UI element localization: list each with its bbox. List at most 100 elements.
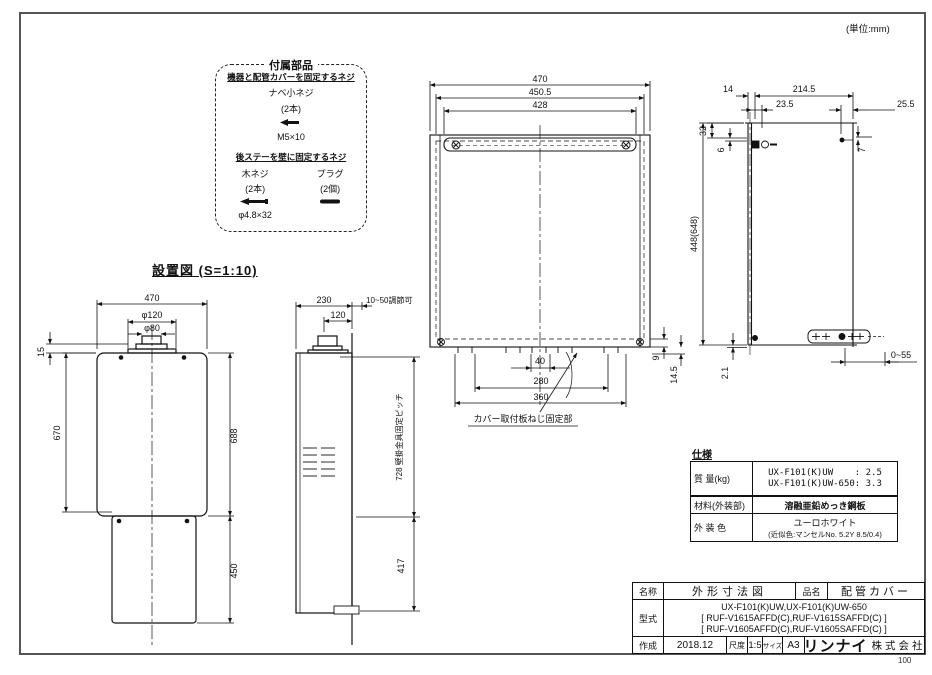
- dim-front-280: 280: [533, 376, 548, 386]
- dim-front-40: 40: [535, 356, 545, 366]
- dim-side-2-1: 2.1: [720, 367, 730, 380]
- title-block: 名称 外形寸法図 品名 配管カバー 型式 UX-F101(K)UW,UX-F10…: [632, 582, 925, 654]
- spec-row-mass: 質 量(kg) UX-F101(K)UW : 2.5 UX-F101(K)UW-…: [691, 462, 897, 497]
- name-value: 外形寸法図: [664, 583, 796, 599]
- install-front-dim-labels: 470 φ120 φ80 15 670 688 450: [36, 293, 239, 579]
- company-name: リンナイ 株式会社: [805, 637, 924, 654]
- front-view-note: カバー取付板ねじ固定部: [473, 413, 572, 424]
- accessory-section2-heading: 後ステーを壁に固定するネジ: [235, 152, 347, 162]
- front-view-bottom-tabs: [457, 347, 619, 353]
- dim-front-428: 428: [532, 100, 547, 110]
- accessory-s2-item1: 木ネジ: [241, 169, 269, 179]
- spec-color-line1: ユーロホワイト: [793, 517, 857, 528]
- dim-install-450: 450: [229, 563, 239, 578]
- installation-title: 設置図 (S=1:10): [152, 263, 258, 278]
- size-value: A3: [783, 637, 805, 653]
- install-side-dimensions: [295, 302, 420, 612]
- dim-install-120: 120: [330, 310, 345, 320]
- dim-front-450-5: 450.5: [529, 87, 552, 97]
- dim-side-0-55: 0~55: [891, 350, 911, 360]
- spec-table: 質 量(kg) UX-F101(K)UW : 2.5 UX-F101(K)UW-…: [690, 461, 898, 542]
- dim-side-448: 448(648): [689, 216, 699, 252]
- company-suffix: 株式会社: [871, 639, 924, 652]
- spec-row-color: 外 装 色 ユーロホワイト (近似色:マンセルNo. 5.2Y 8.5/0.4): [691, 514, 897, 541]
- dim-install-470: 470: [144, 293, 159, 303]
- model-line-1: UX-F101(K)UW,UX-F101(K)UW-650: [721, 601, 867, 612]
- accessory-s1-qty: (2本): [281, 104, 301, 114]
- accessory-s2-item1-qty: (2本): [245, 184, 266, 194]
- install-side-body: [295, 333, 360, 645]
- model-label: 型式: [633, 600, 664, 636]
- dim-side-214-5: 214.5: [793, 84, 816, 94]
- company-brand-logo: リンナイ: [805, 637, 868, 654]
- unit-note: (単位:mm): [846, 24, 890, 35]
- dim-front-360: 360: [533, 392, 548, 402]
- accessory-s2-item2: プラグ: [316, 169, 344, 179]
- created-value: 2018.12: [664, 637, 727, 653]
- product-value: 配管カバー: [841, 586, 911, 598]
- spec-mass-line2: UX-F101(K)UW-650: 3.3: [768, 478, 882, 489]
- install-front-dimensions: [46, 300, 234, 624]
- front-view-dimensions: [429, 81, 685, 427]
- dim-side-32: 32: [698, 126, 708, 136]
- spec-table-title: 仕様: [692, 450, 712, 461]
- accessory-s2-item2-qty: (2個): [320, 184, 341, 194]
- accessory-s1-size: M5×10: [277, 132, 305, 142]
- install-front-screws: [116, 355, 190, 524]
- side-view-body: [745, 112, 857, 357]
- pan-screw-icon: [216, 118, 366, 129]
- side-view-dim-labels: 14 214.5 32 23.5 25.5 6 7 448(648) 2.1 0…: [689, 84, 915, 379]
- model-line-3: [ RUF-V1605AFFD(C),RUF-V1605SAFFD(C) ]: [701, 623, 887, 634]
- accessory-parts-box: 付属部品 機器と配管カバーを固定するネジ ナベ小ネジ (2本) M5×10 後ス…: [215, 57, 367, 232]
- spec-mass-line1: UX-F101(K)UW : 2.5: [768, 467, 882, 478]
- plug-icon: [319, 197, 341, 208]
- accessory-box-title: 付属部品: [264, 57, 318, 73]
- side-view-dimensions: [699, 92, 917, 366]
- dim-install-phi80: φ80: [144, 323, 160, 333]
- product-label: 品名: [796, 583, 828, 599]
- accessory-s2-item1-size: φ4.8×32: [238, 210, 272, 220]
- wall-hatch: [352, 333, 409, 645]
- title-block-row-created: 作成 2018.12 尺度 1:5 サイズ A3 リンナイ 株式会社: [633, 637, 924, 653]
- spec-label-mass: 質 量(kg): [691, 462, 753, 495]
- dim-side-25-5: 25.5: [897, 99, 915, 109]
- dim-front-9: 9: [651, 355, 661, 360]
- created-label: 作成: [633, 637, 664, 653]
- name-label: 名称: [633, 583, 664, 599]
- size-label: サイズ: [763, 637, 783, 653]
- dim-front-470: 470: [532, 74, 547, 84]
- side-view-details: [751, 137, 884, 344]
- dim-install-230: 230: [316, 295, 331, 305]
- spec-row-material: 材料(外装部) 溶融亜鉛めっき鋼板: [691, 497, 897, 514]
- model-line-2: [ RUF-V1615AFFD(C),RUF-V1615SAFFD(C) ]: [701, 612, 887, 623]
- dim-install-417: 417: [396, 558, 406, 573]
- scale-label: 尺度: [727, 637, 748, 653]
- install-side-louvers: [303, 447, 335, 477]
- accessory-section1-heading: 機器と配管カバーを固定するネジ: [227, 72, 355, 82]
- dim-install-adjust: 10~50調節可: [366, 295, 412, 305]
- dim-front-14-5: 14.5: [669, 366, 679, 384]
- spec-color-line2: (近似色:マンセルNo. 5.2Y 8.5/0.4): [768, 529, 882, 539]
- spec-label-color: 外 装 色: [691, 514, 753, 541]
- dim-install-phi120: φ120: [142, 310, 163, 320]
- title-block-row-model: 型式 UX-F101(K)UW,UX-F101(K)UW-650 [ RUF-V…: [633, 600, 924, 637]
- install-side-dim-labels: 230 120 10~50調節可 728 壁掛金具固定ピッチ 417: [316, 295, 412, 574]
- dim-side-6: 6: [716, 147, 726, 152]
- front-view-screws: [437, 140, 644, 346]
- accessory-s1-item: ナベ小ネジ: [268, 88, 314, 98]
- wood-screw-icon: [240, 197, 270, 208]
- scale-value: 1:5: [748, 637, 763, 653]
- dim-install-688: 688: [229, 428, 239, 443]
- front-view-dim-labels: 470 450.5 428 40 280 360 9 14.5 カバー取付板ねじ…: [473, 74, 679, 424]
- dim-install-670: 670: [52, 425, 62, 440]
- page-border: [19, 12, 926, 655]
- dim-side-14: 14: [723, 84, 733, 94]
- spec-material-value: 溶融亜鉛めっき鋼板: [784, 500, 866, 511]
- dim-side-7: 7: [857, 147, 867, 152]
- dim-side-23-5: 23.5: [776, 99, 794, 109]
- page-number: 100: [898, 656, 912, 665]
- dim-install-15: 15: [36, 347, 46, 357]
- spec-label-material: 材料(外装部): [691, 497, 753, 513]
